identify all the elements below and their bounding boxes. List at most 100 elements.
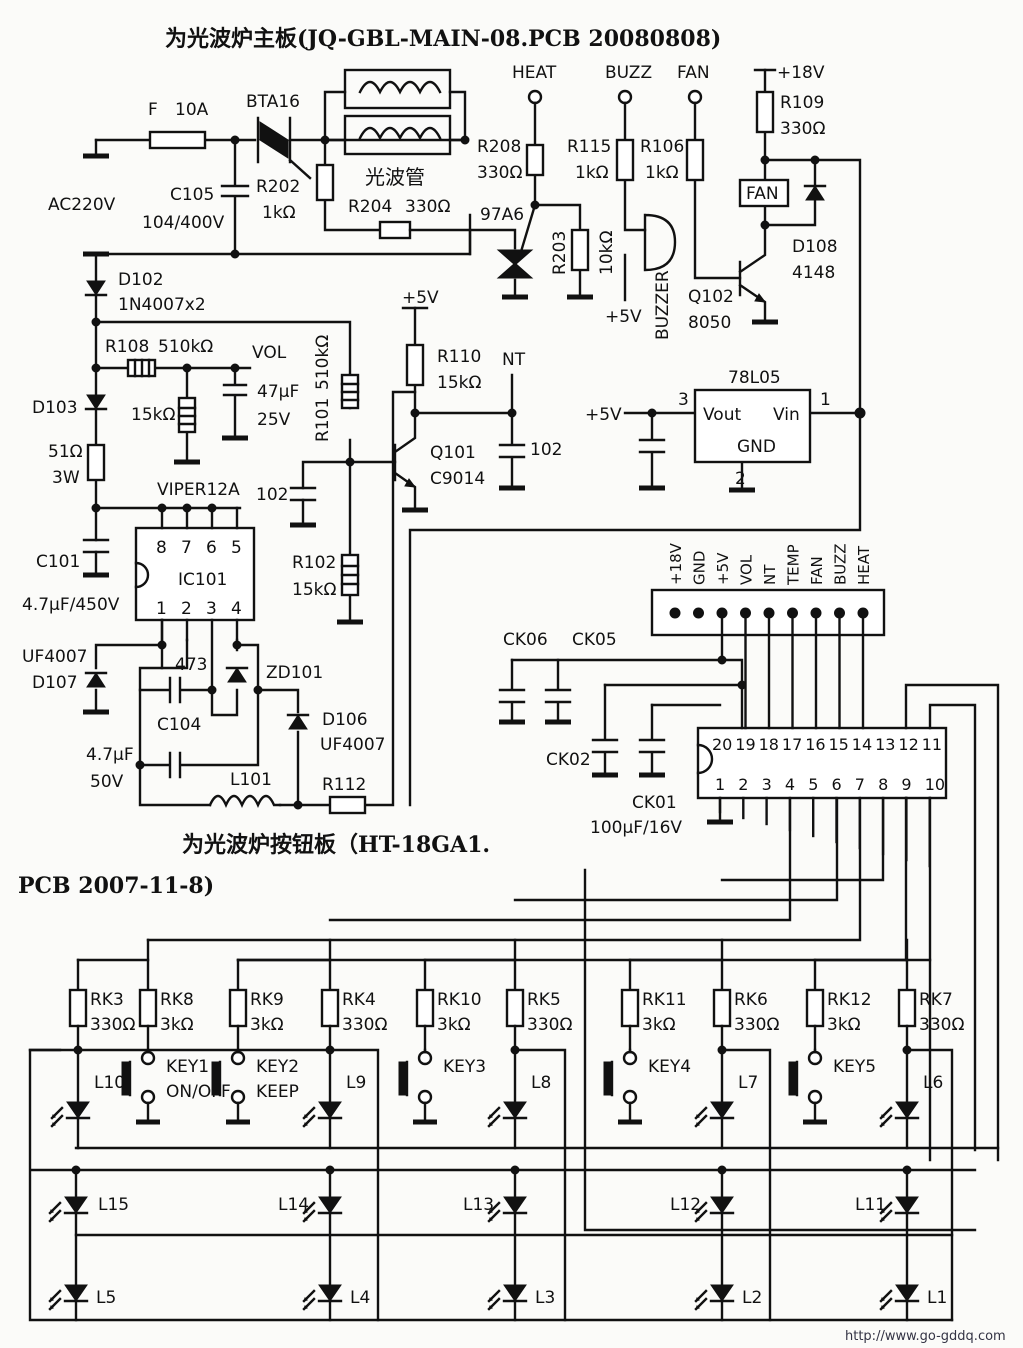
connector-pin-label: +5V (714, 552, 732, 585)
fan-driver: FAN R106 1kΩ +18V R109 330Ω FAN D108 414… (640, 63, 862, 412)
d106-ref: D106 (322, 710, 368, 730)
r102-value: 15kΩ (292, 580, 336, 600)
r110-ref: R110 (437, 347, 481, 367)
led-mid-label: L13 (463, 1195, 494, 1215)
connector-pin-label: GND (691, 551, 709, 585)
key-actuator (603, 1061, 613, 1096)
mcu-pin-top: 19 (735, 735, 755, 754)
led-top-label: L7 (738, 1073, 758, 1093)
connector-pin-label: NT (761, 564, 779, 585)
c105-value: 104/400V (142, 213, 225, 233)
column-right-value: 330Ω (734, 1015, 779, 1035)
key-contact (807, 1050, 823, 1066)
ck05-ref: CK05 (572, 630, 617, 650)
ic101-pin6: 6 (206, 538, 217, 558)
led-top-label: L9 (346, 1073, 366, 1093)
c104-ref: C104 (157, 715, 201, 735)
key-contact (140, 1089, 156, 1105)
key-contact (807, 1089, 823, 1105)
column-left-ref: RK9 (250, 990, 284, 1010)
ck06-ref: CK06 (503, 630, 548, 650)
key-resistor (897, 988, 917, 1028)
r51-value: 51Ω (48, 442, 83, 462)
key-actuator (788, 1061, 798, 1096)
fan-box-label: FAN (746, 184, 779, 204)
led-mid-label: L14 (278, 1195, 309, 1215)
led-bottom-label: L3 (535, 1288, 555, 1308)
ck01-ref: CK01 (632, 793, 677, 813)
led-top-label: L10 (94, 1073, 125, 1093)
led-indicator (879, 1283, 920, 1311)
led-bottom-label: L5 (96, 1288, 116, 1308)
mcu-pin-bottom: 9 (901, 775, 911, 794)
d106-type: UF4007 (320, 735, 386, 755)
column-right-value: 3kΩ (160, 1015, 194, 1035)
mcu-pin-bottom: 1 (715, 775, 725, 794)
ck01-value: 100μF/16V (590, 818, 682, 838)
regulator-78l05: +5V 78L05 Vout Vin GND 3 1 2 (408, 368, 866, 807)
led-bottom-label: L1 (927, 1288, 947, 1308)
column-left-ref: RK11 (642, 990, 687, 1010)
led-indicator (487, 1100, 528, 1128)
led-resistor (415, 988, 435, 1028)
r-div-value: 15kΩ (131, 405, 175, 425)
cout-voltage: 50V (90, 772, 124, 792)
column-right-value: 330Ω (919, 1015, 964, 1035)
led-indicator (48, 1195, 89, 1223)
ic101-pin7: 7 (181, 538, 192, 558)
column-right-ref: RK6 (734, 990, 768, 1010)
vol-cap-voltage: 25V (257, 410, 291, 430)
l101-ref: L101 (230, 770, 272, 790)
key-actuator (211, 1061, 221, 1096)
connector-pin-label: VOL (738, 554, 756, 585)
key-contact (622, 1050, 638, 1066)
buzzer-supply: +5V (605, 307, 642, 327)
led-mid-label: L12 (670, 1195, 701, 1215)
connector-pin-label: TEMP (785, 544, 803, 586)
column-left-value: 3kΩ (642, 1015, 676, 1035)
heat-net-label: HEAT (512, 63, 557, 83)
key-label: KEY3 (443, 1057, 486, 1077)
c102-value: 102 (530, 440, 562, 460)
buzz-net-label: BUZZ (605, 63, 652, 83)
mcu-pin-bottom: 8 (878, 775, 888, 794)
ic101-name: VIPER12A (157, 480, 240, 500)
cout-value: 4.7μF (86, 745, 134, 765)
led-indicator (50, 1100, 91, 1128)
led-top-label: L6 (923, 1073, 943, 1093)
q102-value: 8050 (688, 313, 731, 333)
mcu-pin-top: 14 (852, 735, 872, 754)
r115-ref: R115 (567, 137, 611, 157)
rectifier-smps: D102 1N4007x2 R108 510kΩ VOL 15kΩ 47μF 2… (22, 252, 417, 815)
key-sublabel: KEEP (256, 1082, 299, 1102)
connector-pin-label: FAN (808, 556, 826, 585)
reg-supply: +5V (585, 405, 622, 425)
q102-ref: Q102 (688, 287, 734, 307)
r108-value: 510kΩ (158, 337, 213, 357)
vol-cap-value: 47μF (257, 382, 299, 402)
column-right-ref: RK7 (919, 990, 953, 1010)
mcu-pin-top: 20 (712, 735, 732, 754)
r106-ref: R106 (640, 137, 684, 157)
mcu-pin-bottom: 4 (785, 775, 795, 794)
mcu-pin-top: 12 (898, 735, 918, 754)
column-right-ref: RK4 (342, 990, 376, 1010)
d108-ref: D108 (792, 237, 838, 257)
r202-resistor (315, 163, 335, 202)
key-contact (230, 1089, 246, 1105)
mcu-pin-top: 18 (759, 735, 779, 754)
r202-ref: R202 (256, 177, 300, 197)
watermark: http://www.go-gddq.com (845, 1329, 1006, 1344)
led-indicator (694, 1195, 735, 1223)
mcu-pin-top: 15 (829, 735, 849, 754)
r51-power: 3W (52, 468, 80, 488)
r203-value: 10kΩ (597, 231, 617, 275)
r108-ref: R108 (105, 337, 149, 357)
triac-ref: BTA16 (246, 92, 300, 112)
ic101-pin5: 5 (231, 538, 242, 558)
column-left-value: 330Ω (90, 1015, 135, 1035)
